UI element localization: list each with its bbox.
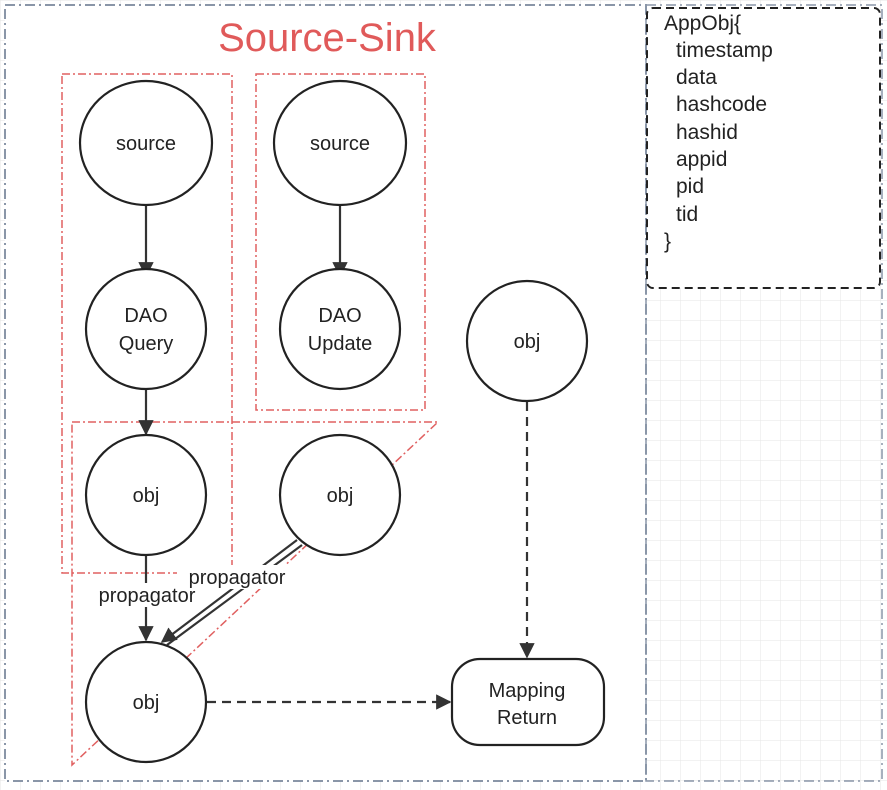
right-frame [645, 4, 883, 782]
node-obj-bottom[interactable]: obj [84, 640, 208, 764]
node-dao-query-label-1: DAO [124, 305, 167, 327]
node-source-query-label: source [116, 133, 176, 155]
node-obj-bottom-label: obj [133, 692, 160, 714]
app-obj-field: hashcode [676, 93, 767, 116]
node-source-query[interactable]: source [78, 79, 214, 207]
node-source-update-label: source [310, 133, 370, 155]
node-dao-update-label-1: DAO [318, 305, 361, 327]
node-source-update[interactable]: source [272, 79, 408, 207]
group-update [255, 73, 426, 411]
node-dao-query-label-2: Query [119, 333, 173, 355]
node-obj-right-label: obj [514, 331, 541, 353]
app-obj-field: tid [676, 203, 698, 226]
diagram-title: Source-Sink [218, 16, 437, 60]
app-obj-note[interactable]: AppObj{ timestamp data hashcode hashid a… [646, 7, 881, 289]
app-obj-field: hashid [676, 121, 738, 144]
app-obj-footer: } [664, 230, 671, 253]
node-mapping-label-1: Mapping [489, 680, 566, 702]
app-obj-field: timestamp [676, 39, 773, 62]
group-propagation [71, 421, 440, 767]
node-obj-query[interactable]: obj [84, 433, 208, 557]
propagator-label-right: propagator [189, 567, 286, 589]
node-obj-right[interactable]: obj [465, 279, 589, 403]
propagator-label-left: propagator [99, 585, 196, 607]
app-obj-field: appid [676, 148, 727, 171]
edge-obj-mid-to-obj-bottom [160, 539, 298, 643]
propagator-right-bg [177, 565, 297, 589]
node-obj-query-label: obj [133, 485, 160, 507]
node-mapping-return[interactable]: Mapping Return [450, 657, 606, 747]
app-obj-header: AppObj{ [664, 12, 741, 35]
node-obj-mid[interactable]: obj [278, 433, 402, 557]
node-dao-update[interactable]: DAO Update [278, 267, 402, 391]
node-dao-query[interactable]: DAO Query [84, 267, 208, 391]
node-mapping-label-2: Return [497, 707, 557, 729]
node-obj-mid-label: obj [327, 485, 354, 507]
edge-obj-mid-double-line [166, 544, 303, 646]
app-obj-field: pid [676, 175, 704, 198]
app-obj-field: data [676, 66, 717, 89]
node-dao-update-label-2: Update [308, 333, 373, 355]
